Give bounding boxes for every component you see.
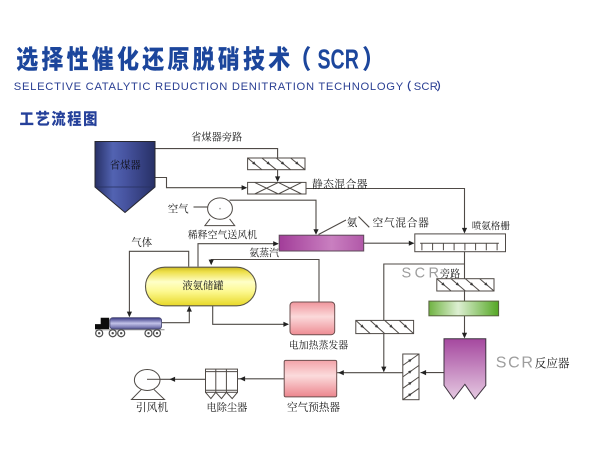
svg-text:SCR: SCR: [496, 355, 535, 372]
svg-text:SCR: SCR: [414, 81, 438, 93]
svg-text:SCR: SCR: [402, 265, 443, 281]
svg-text:SELECTIVE CATALYTIC REDUCTION: SELECTIVE CATALYTIC REDUCTION DENITRATIO…: [14, 81, 404, 93]
svg-text:SCR: SCR: [317, 44, 358, 75]
